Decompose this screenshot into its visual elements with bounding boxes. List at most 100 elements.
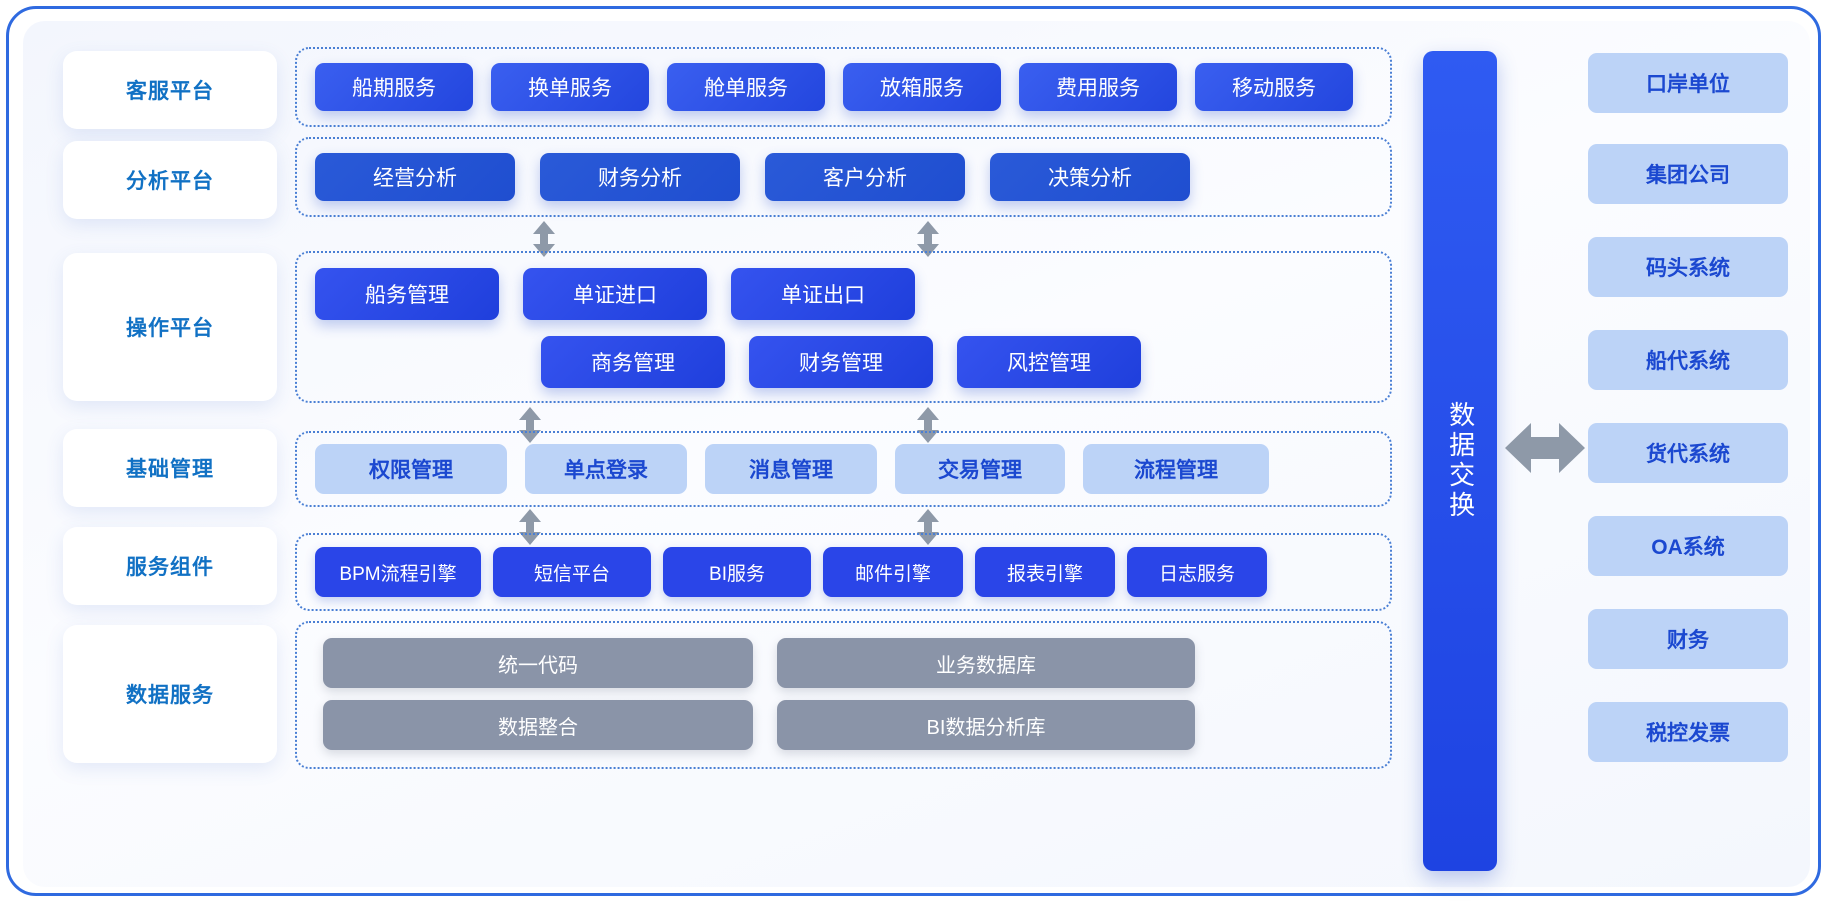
chip-label: 权限管理 <box>369 459 453 482</box>
rail-item-operation[interactable]: 操作平台 <box>63 253 277 401</box>
band-row: 船务管理 单证进口 单证出口 <box>297 261 1390 327</box>
double-arrow-vertical-icon <box>519 407 541 443</box>
band-service-components: BPM流程引擎 短信平台 BI服务 邮件引擎 报表引擎 日志 <box>295 533 1392 611</box>
chip-sms-platform[interactable]: 短信平台 <box>493 547 651 597</box>
right-item-oa-system[interactable]: OA系统 <box>1588 516 1788 576</box>
right-item-label: OA系统 <box>1651 536 1725 559</box>
chip-label: 放箱服务 <box>880 77 964 100</box>
chip-label: 日志服务 <box>1158 563 1235 585</box>
chip-log-service[interactable]: 日志服务 <box>1127 547 1267 597</box>
chip-permission-management[interactable]: 权限管理 <box>315 444 507 494</box>
right-item-label: 船代系统 <box>1646 350 1730 373</box>
chip-decision-analysis[interactable]: 决策分析 <box>990 153 1190 201</box>
chip-label: 邮件引擎 <box>854 563 931 585</box>
diagram-frame: 客服平台 分析平台 操作平台 基础管理 服务组件 数据服务 <box>6 6 1821 896</box>
right-item-port-authority[interactable]: 口岸单位 <box>1588 53 1788 113</box>
rail-item-analysis[interactable]: 分析平台 <box>63 141 277 219</box>
chip-risk-management[interactable]: 风控管理 <box>957 336 1141 388</box>
rail-item-customer-service[interactable]: 客服平台 <box>63 51 277 129</box>
chip-bi-service[interactable]: BI服务 <box>663 547 811 597</box>
right-item-label: 集团公司 <box>1646 164 1730 187</box>
chip-manifest-service[interactable]: 舱单服务 <box>667 63 825 111</box>
chip-label: 消息管理 <box>749 459 833 482</box>
double-arrow-vertical-icon <box>519 509 541 545</box>
chip-bpm-process-engine[interactable]: BPM流程引擎 <box>315 547 481 597</box>
chip-label: 数据整合 <box>498 716 578 739</box>
chip-label: 财务管理 <box>799 352 883 375</box>
chip-data-integration[interactable]: 数据整合 <box>323 700 753 750</box>
chip-label: 报表引擎 <box>1006 563 1083 585</box>
band-row: 权限管理 单点登录 消息管理 交易管理 流程管理 <box>297 433 1390 505</box>
chip-label: 短信平台 <box>533 563 610 585</box>
rail-item-base-management[interactable]: 基础管理 <box>63 429 277 507</box>
double-arrow-vertical-icon <box>917 221 939 257</box>
chip-fee-service[interactable]: 费用服务 <box>1019 63 1177 111</box>
chip-finance-management[interactable]: 财务管理 <box>749 336 933 388</box>
chip-report-engine[interactable]: 报表引擎 <box>975 547 1115 597</box>
right-item-tax-invoice[interactable]: 税控发票 <box>1588 702 1788 762</box>
chip-label: BPM流程引擎 <box>339 563 457 585</box>
double-arrow-vertical-icon <box>917 407 939 443</box>
band-row: 数据整合 BI数据分析库 <box>297 695 1390 755</box>
band-customer-service: 船期服务 换单服务 舱单服务 放箱服务 费用服务 移动服务 <box>295 47 1392 127</box>
chip-finance-analysis[interactable]: 财务分析 <box>540 153 740 201</box>
chip-shipping-management[interactable]: 船务管理 <box>315 268 499 320</box>
chip-label: BI服务 <box>709 563 765 585</box>
chip-label: 统一代码 <box>498 654 578 677</box>
right-item-terminal-system[interactable]: 码头系统 <box>1588 237 1788 297</box>
chip-label: 风控管理 <box>1007 352 1091 375</box>
chip-transaction-management[interactable]: 交易管理 <box>895 444 1065 494</box>
double-arrow-vertical-icon <box>533 221 555 257</box>
right-item-label: 税控发票 <box>1646 722 1730 745</box>
right-rail: 口岸单位 集团公司 码头系统 船代系统 货代系统 OA系统 财务 税控发票 <box>1588 43 1808 871</box>
chip-label: 客户分析 <box>823 167 907 190</box>
rail-label: 基础管理 <box>126 458 214 481</box>
rail-label: 客服平台 <box>126 80 214 103</box>
rail-label: 操作平台 <box>126 317 214 340</box>
right-item-label: 口岸单位 <box>1646 73 1730 96</box>
chip-operation-analysis[interactable]: 经营分析 <box>315 153 515 201</box>
chip-label: 换单服务 <box>528 77 612 100</box>
band-operation: 船务管理 单证进口 单证出口 商务管理 财务管理 <box>295 251 1392 403</box>
rail-label: 数据服务 <box>126 684 214 707</box>
chip-unified-code[interactable]: 统一代码 <box>323 638 753 688</box>
chip-mail-engine[interactable]: 邮件引擎 <box>823 547 963 597</box>
right-item-label: 货代系统 <box>1646 443 1730 466</box>
right-item-label: 财务 <box>1667 629 1709 652</box>
data-exchange-bar[interactable]: 数据交换 <box>1423 51 1497 871</box>
rail-item-data-services[interactable]: 数据服务 <box>63 625 277 763</box>
chip-single-sign-on[interactable]: 单点登录 <box>525 444 687 494</box>
chip-document-export[interactable]: 单证出口 <box>731 268 915 320</box>
chip-process-management[interactable]: 流程管理 <box>1083 444 1269 494</box>
band-row: 统一代码 业务数据库 <box>297 633 1390 693</box>
chip-label: 舱单服务 <box>704 77 788 100</box>
rail-item-service-components[interactable]: 服务组件 <box>63 527 277 605</box>
chip-label: BI数据分析库 <box>926 716 1046 739</box>
chip-customer-analysis[interactable]: 客户分析 <box>765 153 965 201</box>
band-row: 船期服务 换单服务 舱单服务 放箱服务 费用服务 移动服务 <box>297 49 1390 125</box>
chip-business-database[interactable]: 业务数据库 <box>777 638 1195 688</box>
chip-container-release-service[interactable]: 放箱服务 <box>843 63 1001 111</box>
chip-label: 财务分析 <box>598 167 682 190</box>
chip-label: 单点登录 <box>564 459 648 482</box>
chip-label: 商务管理 <box>591 352 675 375</box>
chip-business-management[interactable]: 商务管理 <box>541 336 725 388</box>
chip-label: 船期服务 <box>352 77 436 100</box>
band-analysis: 经营分析 财务分析 客户分析 决策分析 <box>295 137 1392 217</box>
chip-mobile-service[interactable]: 移动服务 <box>1195 63 1353 111</box>
right-item-freight-forwarder-system[interactable]: 货代系统 <box>1588 423 1788 483</box>
chip-label: 经营分析 <box>373 167 457 190</box>
right-item-ship-agency-system[interactable]: 船代系统 <box>1588 330 1788 390</box>
right-item-finance[interactable]: 财务 <box>1588 609 1788 669</box>
chip-label: 单证进口 <box>573 284 657 307</box>
chip-message-management[interactable]: 消息管理 <box>705 444 877 494</box>
rail-label: 服务组件 <box>126 556 214 579</box>
chip-ship-schedule-service[interactable]: 船期服务 <box>315 63 473 111</box>
chip-document-import[interactable]: 单证进口 <box>523 268 707 320</box>
chip-bi-data-analysis-database[interactable]: BI数据分析库 <box>777 700 1195 750</box>
right-item-group-company[interactable]: 集团公司 <box>1588 144 1788 204</box>
rail-label: 分析平台 <box>126 170 214 193</box>
chip-label: 交易管理 <box>938 459 1022 482</box>
chip-exchange-order-service[interactable]: 换单服务 <box>491 63 649 111</box>
chip-label: 决策分析 <box>1048 167 1132 190</box>
